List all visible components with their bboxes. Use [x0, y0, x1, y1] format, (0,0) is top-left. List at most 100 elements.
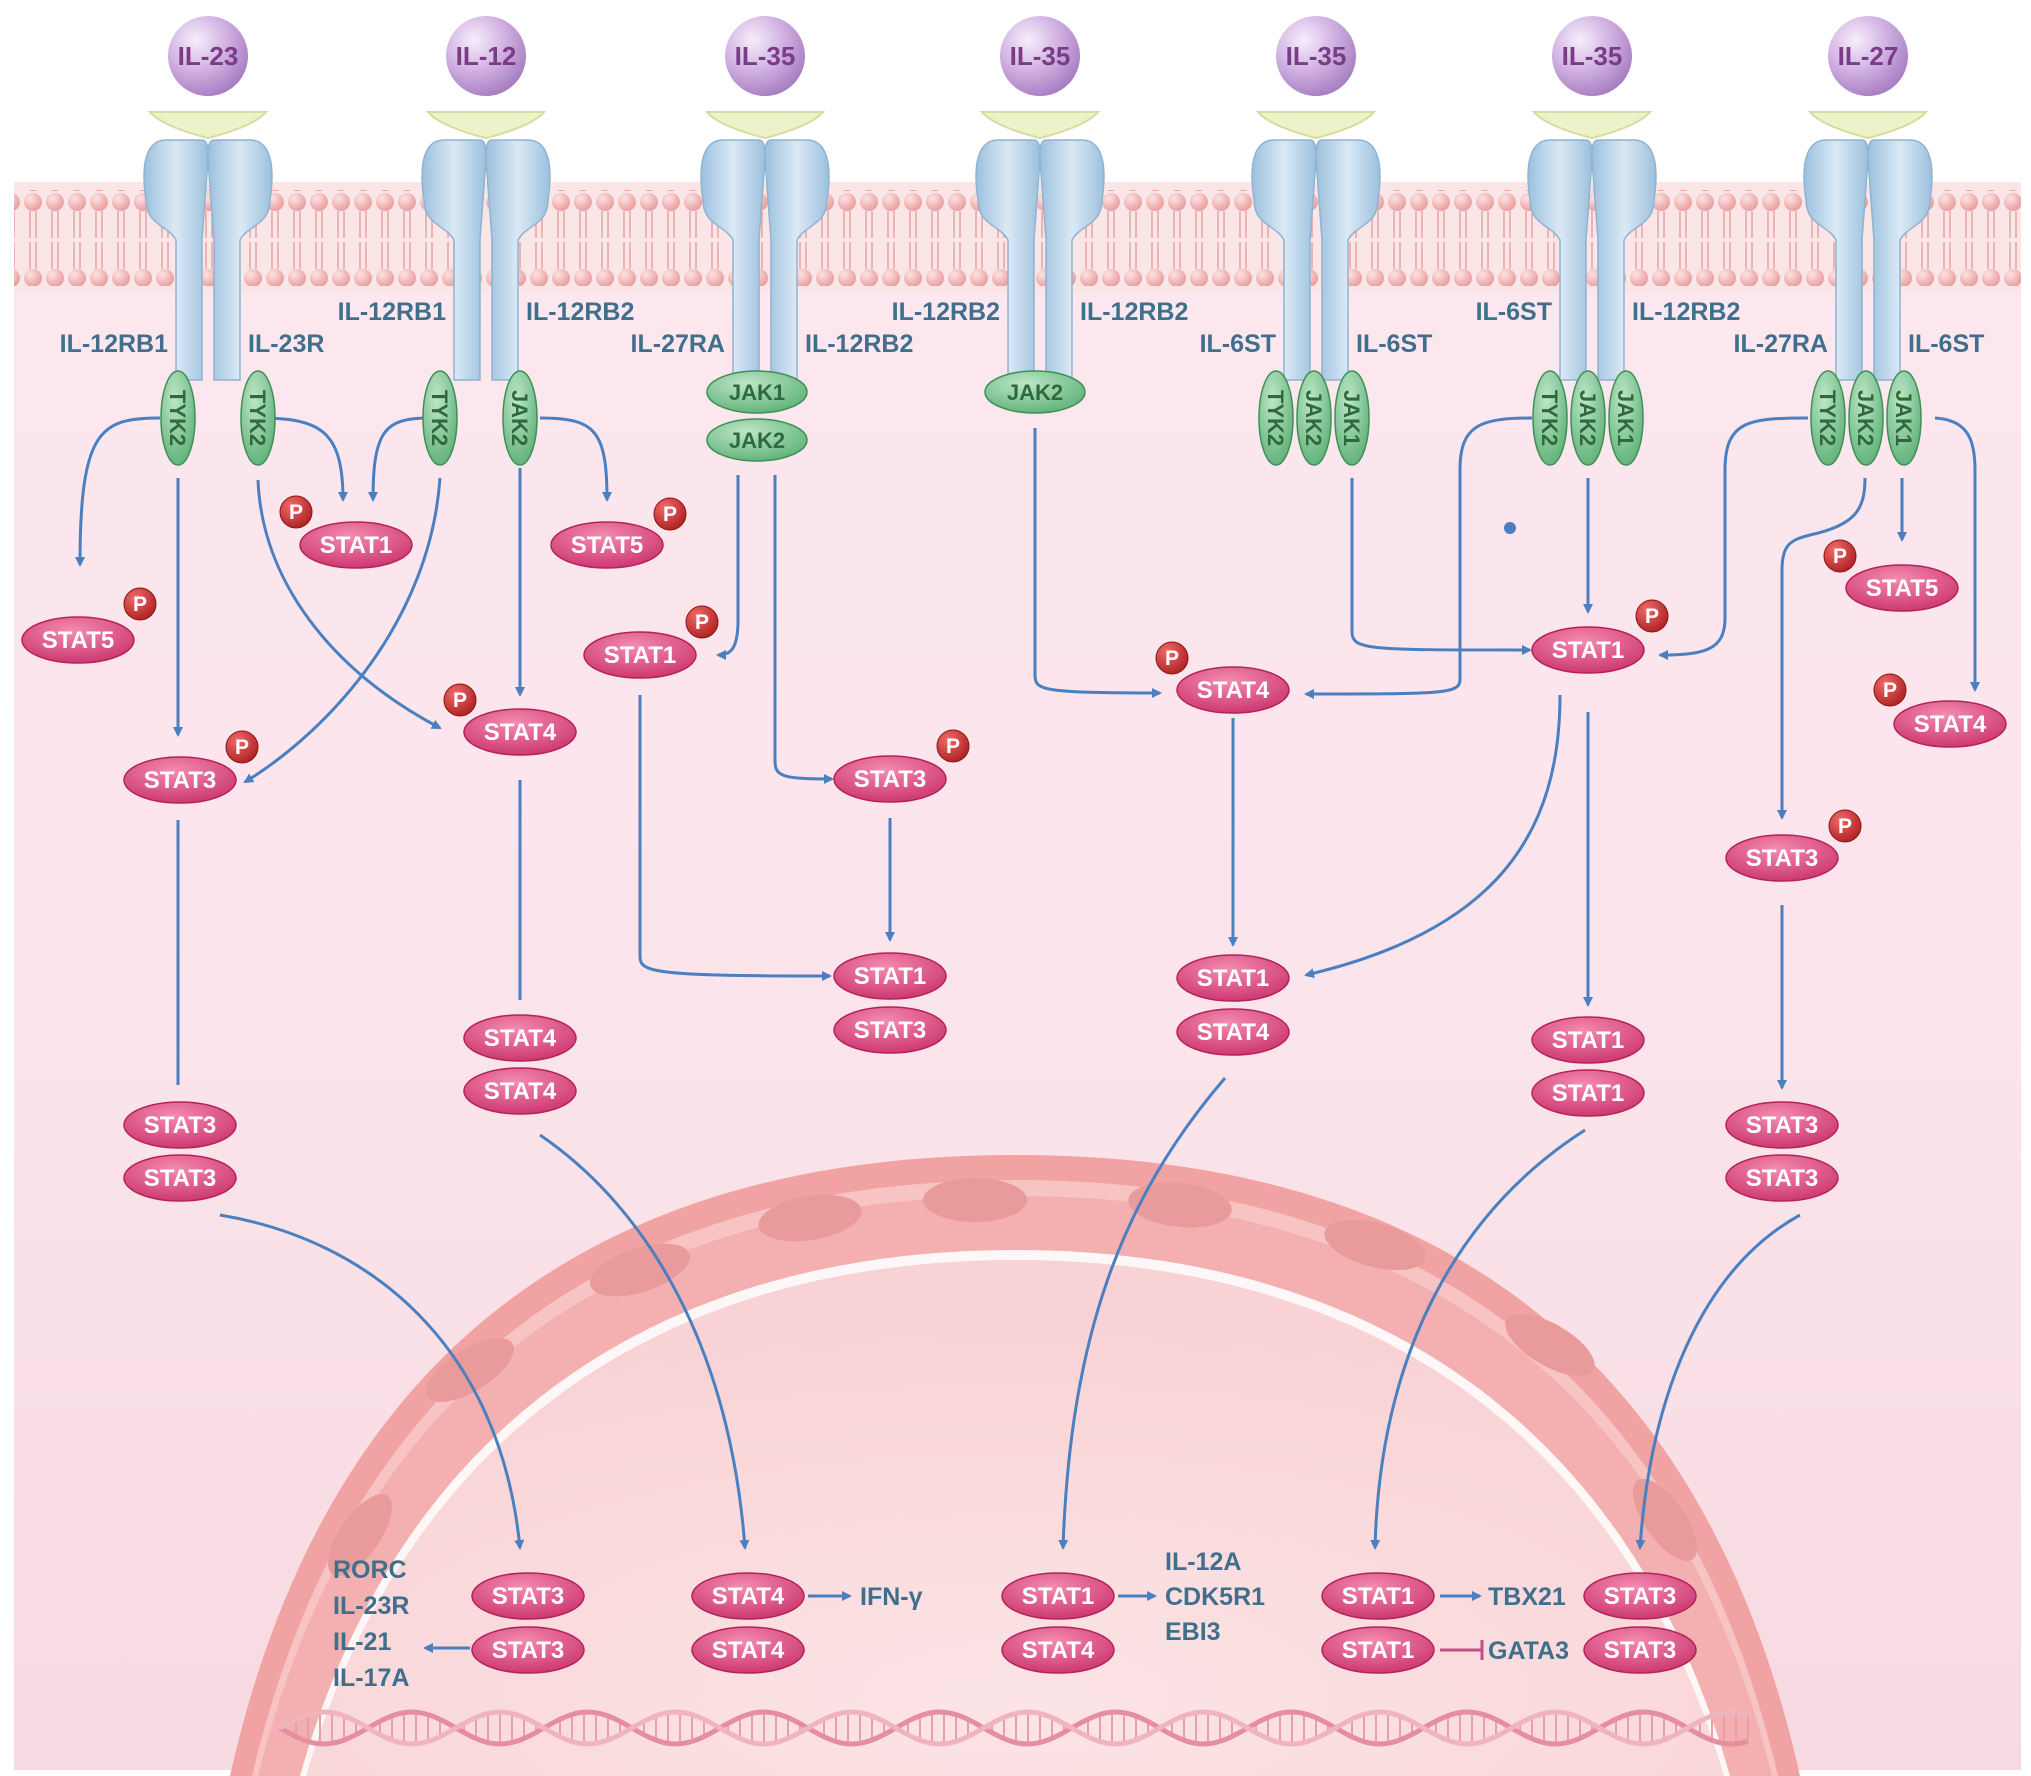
gene-label-il21: IL-21 — [333, 1628, 391, 1656]
gene-label-il12a: IL-12A — [1165, 1548, 1241, 1576]
receptor-label-right: IL-6ST — [1356, 330, 1432, 358]
phosphate-label: P — [453, 689, 467, 712]
stat5-label: STAT5 — [1866, 575, 1938, 602]
phosphate-label: P — [695, 611, 709, 634]
inhibition-arrow — [1440, 1640, 1484, 1660]
phosphate-group: P — [225, 730, 259, 764]
jak1-label: JAK1 — [1613, 390, 1638, 446]
stat1-protein: STAT1 — [1531, 1069, 1645, 1117]
jak1-kinase: JAK1 — [1886, 370, 1922, 466]
stat3-label: STAT3 — [144, 767, 216, 794]
jak2-kinase: JAK2 — [502, 370, 538, 466]
phosphate-group: P — [653, 497, 687, 531]
nuclear-pore — [758, 1194, 862, 1242]
cytokine-label: IL-27 — [1838, 41, 1899, 71]
ligand-cap — [1531, 111, 1653, 140]
cytokine-ball — [168, 16, 248, 96]
jak2-kinase: JAK2 — [1570, 370, 1606, 466]
stat5-protein: STAT5 — [550, 521, 664, 569]
stat4-protein: STAT4 — [463, 1067, 577, 1115]
cytokine-ball — [446, 16, 526, 96]
stat4-protein: STAT4 — [1176, 666, 1290, 714]
receptor-label-left: IL-12RB1 — [338, 298, 446, 326]
receptor-label-right: IL-12RB2 — [1080, 298, 1188, 326]
ligand-cap — [1255, 111, 1377, 140]
stat4-label: STAT4 — [484, 1025, 557, 1052]
stat3-protein: STAT3 — [833, 755, 947, 803]
gene-label-il23r: IL-23R — [333, 1592, 409, 1620]
jak2-kinase: JAK2 — [1296, 370, 1332, 466]
phosphate-label: P — [235, 736, 249, 759]
gene-label-gata3: GATA3 — [1488, 1637, 1569, 1665]
stat4-protein: STAT4 — [463, 1014, 577, 1062]
nuclear-pore — [590, 1243, 690, 1297]
jak1-label: JAK1 — [729, 380, 785, 405]
stat1-protein: STAT1 — [299, 521, 413, 569]
cytokine-label: IL-35 — [1562, 41, 1623, 71]
stat1-protein: STAT1 — [1001, 1572, 1115, 1620]
gene-labels: RORC IL-23R IL-21 IL-17A IFN-γ IL-12A CD… — [333, 1548, 1569, 1692]
receptor-chain — [485, 139, 551, 381]
jak2-label: JAK2 — [1007, 380, 1063, 405]
cytokine-label: IL-35 — [1286, 41, 1347, 71]
stat3-label: STAT3 — [1746, 1165, 1818, 1192]
signaling-arrows — [75, 416, 1980, 1660]
phosphate-group: P — [1155, 641, 1189, 675]
receptor-label-right: IL-23R — [248, 330, 324, 358]
stat4-label: STAT4 — [1914, 711, 1987, 738]
stat1-label: STAT1 — [1022, 1583, 1094, 1610]
phosphate-label: P — [1833, 545, 1847, 568]
phosphate-label: P — [1165, 647, 1179, 670]
stat1-label: STAT1 — [1552, 637, 1624, 664]
dna-strand — [278, 1709, 1749, 1747]
receptor-label-right: IL-12RB2 — [1632, 298, 1740, 326]
cytokine-label: IL-23 — [178, 41, 239, 71]
stat4-label: STAT4 — [712, 1637, 785, 1664]
stat3-label: STAT3 — [1746, 845, 1818, 872]
tyk2-label: TYK2 — [165, 390, 190, 446]
stat3-label: STAT3 — [854, 1017, 926, 1044]
receptor-label-left: IL-12RB1 — [60, 330, 168, 358]
stat3-protein: STAT3 — [1725, 1101, 1839, 1149]
ligand-cap — [979, 111, 1101, 140]
phosphate-group: P — [685, 605, 719, 639]
stat3-protein: STAT3 — [123, 756, 237, 804]
jak2-label: JAK2 — [1853, 390, 1878, 446]
phosphate-group: P — [1635, 599, 1669, 633]
stat5-label: STAT5 — [42, 627, 114, 654]
receptor-chain — [1591, 139, 1657, 381]
stat3-label: STAT3 — [492, 1583, 564, 1610]
phosphate-group: P — [1823, 539, 1857, 573]
cytokine-label: IL-35 — [735, 41, 796, 71]
nuclear-pore — [1632, 1479, 1698, 1561]
cytokine-ball — [1276, 16, 1356, 96]
stat1-label: STAT1 — [1552, 1027, 1624, 1054]
tyk2-label: TYK2 — [427, 390, 452, 446]
cytokine-ball — [1552, 16, 1632, 96]
jak1-kinase: JAK1 — [706, 370, 808, 414]
stat4-label: STAT4 — [484, 1078, 557, 1105]
phosphate-label: P — [946, 735, 960, 758]
receptor-chain — [207, 139, 273, 381]
jak2-kinase: JAK2 — [984, 370, 1086, 414]
ligand-cap — [1807, 111, 1929, 140]
ligand-cap — [704, 111, 826, 140]
stat5-protein: STAT5 — [21, 616, 135, 664]
receptor-label-left: IL-12RB2 — [892, 298, 1000, 326]
jak2-label: JAK2 — [1301, 390, 1326, 446]
stat4-label: STAT4 — [1022, 1637, 1095, 1664]
stat3-protein: STAT3 — [1725, 834, 1839, 882]
cytokine-ball — [1828, 16, 1908, 96]
receptor-chain — [1039, 139, 1105, 381]
stat3-label: STAT3 — [492, 1637, 564, 1664]
stat4-protein: STAT4 — [691, 1626, 805, 1674]
phosphate-label: P — [1883, 679, 1897, 702]
stat3-label: STAT3 — [1604, 1637, 1676, 1664]
ligand-cap — [147, 111, 269, 140]
phosphate-label: P — [663, 503, 677, 526]
phosphate-label: P — [1838, 815, 1852, 838]
